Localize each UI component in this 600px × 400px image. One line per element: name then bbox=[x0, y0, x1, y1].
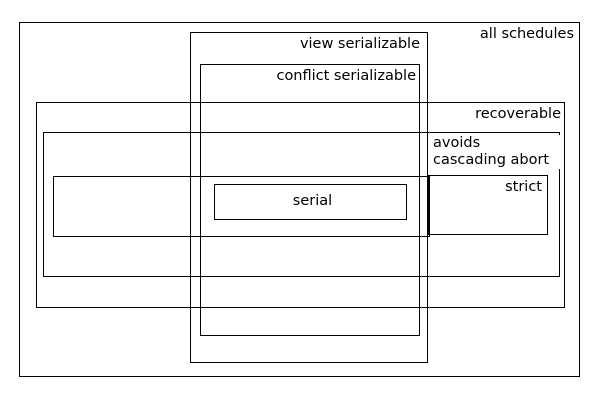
region-conflict-serializable bbox=[200, 64, 420, 336]
region-label-conflict-serializable: conflict serializable bbox=[252, 68, 418, 85]
region-label-strict: strict bbox=[460, 179, 544, 196]
region-view-serializable bbox=[190, 32, 428, 363]
region-all-schedules bbox=[19, 22, 580, 377]
region-serial bbox=[214, 184, 407, 220]
region-label-all-schedules: all schedules bbox=[452, 26, 576, 43]
region-label-avoids-cascading-abort: avoids cascading abort bbox=[431, 135, 561, 169]
region-recoverable bbox=[36, 102, 565, 308]
region-label-serial: serial bbox=[292, 193, 333, 209]
region-avoids-cascading-abort bbox=[43, 132, 560, 277]
region-label-view-serializable: view serializable bbox=[280, 36, 422, 53]
region-inner-band bbox=[53, 176, 430, 237]
region-label-recoverable: recoverable bbox=[455, 106, 563, 123]
region-strict bbox=[428, 175, 548, 235]
